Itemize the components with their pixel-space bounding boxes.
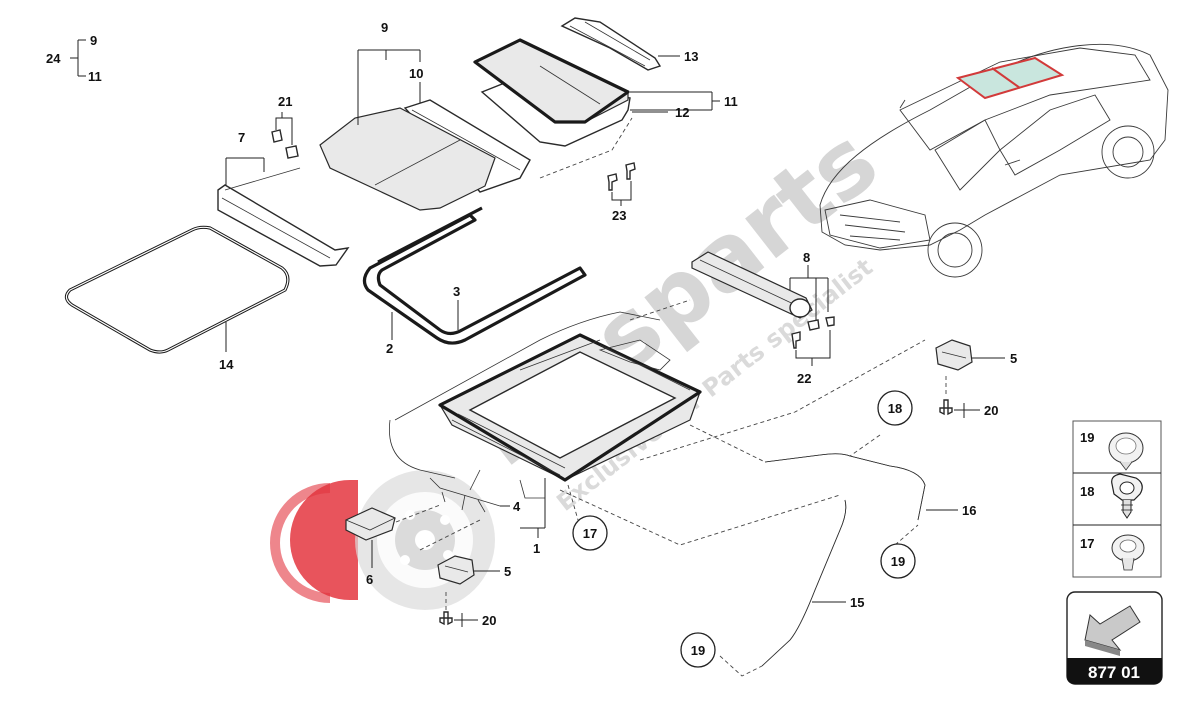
svg-text:18: 18: [888, 401, 902, 416]
callout-11-bracket: 11: [88, 69, 102, 84]
circled-ref-18: 18: [877, 390, 913, 426]
vehicle-overview-illustration: [819, 43, 1169, 278]
part-1-roof-frame: [388, 311, 702, 538]
part-4-wiring-harness: [429, 477, 510, 513]
part-6-control-unit: [345, 504, 441, 568]
part-9-10-front-panel: [319, 49, 531, 211]
callout-6: 6: [366, 572, 373, 587]
legend-item-19: 19: [1080, 430, 1144, 471]
part-5-motor-lower: [419, 519, 500, 585]
svg-text:19: 19: [891, 554, 905, 569]
part-2-3-seals: [362, 206, 587, 345]
push-clip-icon: [1108, 432, 1144, 471]
part-11-12-glass-panel: [473, 38, 720, 147]
callout-9-bracket: 9: [90, 33, 97, 48]
callout-9: 9: [381, 20, 388, 35]
part-7-wind-deflector: [217, 157, 350, 267]
part-5-motor-upper: [935, 339, 1005, 371]
callout-10: 10: [409, 66, 423, 81]
group-tag: 877 01: [1066, 591, 1163, 685]
callout-15: 15: [850, 595, 864, 610]
svg-text:19: 19: [691, 643, 705, 658]
callout-13: 13: [684, 49, 698, 64]
circled-ref-19-right: 19: [880, 543, 916, 579]
callout-23: 23: [612, 208, 626, 223]
part-16-drain-hose: [764, 453, 958, 521]
watermark-logo-icon: [270, 470, 495, 610]
callout-24: 24: [46, 51, 61, 66]
circled-ref-17: 17: [572, 515, 608, 551]
part-23-screws: [539, 117, 636, 206]
assembly-bracket-24: [70, 39, 86, 77]
part-14-seal: [64, 225, 290, 354]
fastener-legend: 19 18 17: [1072, 420, 1162, 578]
callout-12: 12: [675, 105, 689, 120]
callout-4: 4: [513, 499, 521, 514]
callout-1: 1: [533, 541, 540, 556]
callout-8: 8: [803, 250, 810, 265]
part-13-rail: [560, 17, 680, 71]
arrow-pointer-icon: [1084, 605, 1141, 656]
callout-11: 11: [724, 94, 738, 109]
callout-14: 14: [219, 357, 234, 372]
svg-text:17: 17: [1080, 536, 1094, 551]
callout-16: 16: [962, 503, 976, 518]
callout-5-upper: 5: [1010, 351, 1017, 366]
svg-text:17: 17: [583, 526, 597, 541]
callout-22: 22: [797, 371, 811, 386]
svg-text:19: 19: [1080, 430, 1094, 445]
part-21-clips: [271, 112, 299, 159]
callout-2: 2: [386, 341, 393, 356]
legend-item-18: 18: [1080, 473, 1143, 519]
part-20-bolt-upper: [939, 376, 980, 418]
callout-20-lower: 20: [482, 613, 496, 628]
legend-item-17: 17: [1080, 534, 1145, 571]
callout-20-upper: 20: [984, 403, 998, 418]
callout-7: 7: [238, 130, 245, 145]
callout-5-lower: 5: [504, 564, 511, 579]
hose-clip-icon: [1111, 473, 1143, 519]
callout-21: 21: [278, 94, 292, 109]
part-8-sunshade-roller: [691, 251, 835, 366]
svg-text:18: 18: [1080, 484, 1094, 499]
part-15-drain-hose: [761, 499, 847, 667]
expanding-rivet-icon: [1111, 534, 1145, 571]
routing-dashed-lines: [559, 299, 926, 677]
part-20-bolt-lower: [439, 592, 478, 627]
callout-3: 3: [453, 284, 460, 299]
circled-ref-19-bottom: 19: [680, 632, 716, 668]
group-tag-code: 877 01: [1088, 663, 1140, 682]
